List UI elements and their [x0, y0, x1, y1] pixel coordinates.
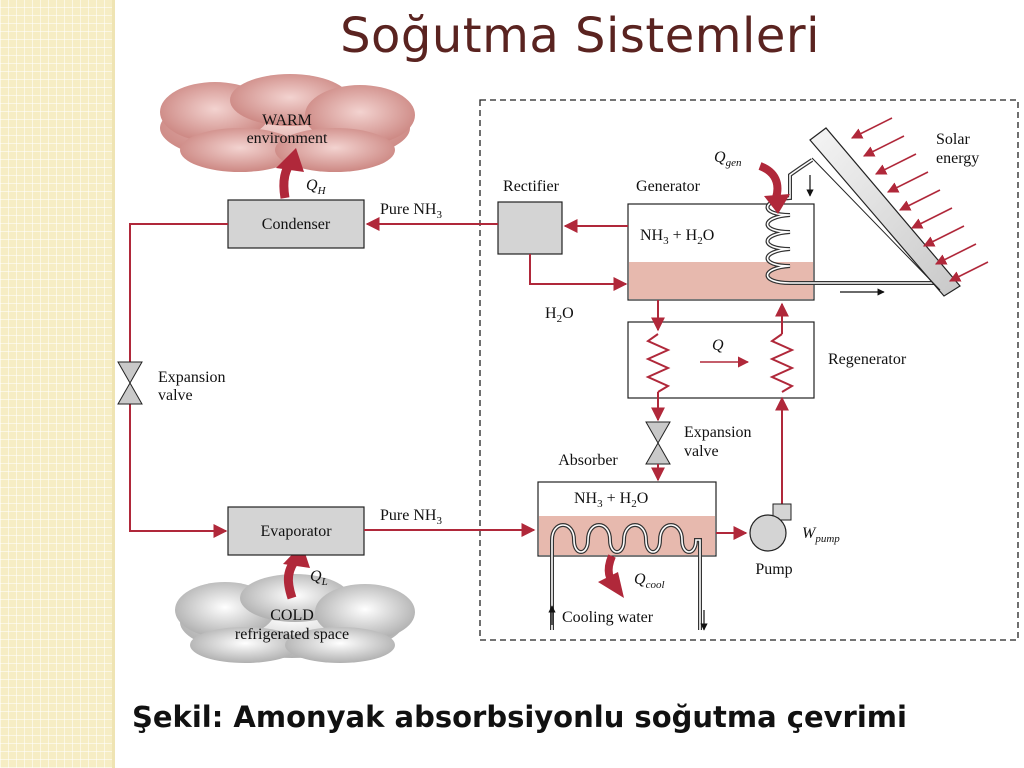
condenser-box [227, 199, 365, 249]
qcool-arrowhead [598, 572, 624, 598]
solar-collector [809, 127, 961, 297]
condenser-label: Condenser [262, 216, 331, 233]
regenerator-coil-left [645, 333, 671, 393]
rectifier-label: Rectifier [503, 178, 560, 195]
qgen-label: Qgen [714, 149, 742, 169]
generator-mix-label: NH3 + H2O [640, 227, 714, 247]
qh-label: QH [306, 177, 327, 197]
generator-label: Generator [636, 178, 701, 195]
solar-energy-line2: energy [936, 150, 979, 167]
pure-nh3-top-label: Pure NH3 [380, 201, 442, 221]
regenerator-coil-right [769, 333, 795, 393]
pump [749, 503, 792, 552]
qcool-label: Qcool [634, 571, 665, 591]
cold-label-line1: COLD [270, 607, 314, 624]
absorber-label: Absorber [558, 452, 618, 469]
rectifier-h2o-return-line [529, 254, 628, 291]
h2o-label: H2O [545, 305, 574, 325]
expansion-valve-left-line1: Expansion [158, 369, 226, 386]
condenser-to-valve-line [129, 223, 228, 362]
pump-label: Pump [755, 561, 792, 578]
warm-label-line2: environment [247, 130, 328, 147]
figure-caption: Şekil: Amonyak absorbsiyonlu soğutma çev… [132, 700, 907, 734]
slide-title: Soğutma Sistemleri [340, 8, 820, 64]
absorption-refrigeration-diagram: WARM environment COLD refrigerated space… [117, 74, 1019, 663]
solar-energy-line1: Solar [936, 131, 970, 148]
expansion-valve-right-line2: valve [684, 443, 719, 460]
absorber-liquid [539, 516, 715, 555]
warm-label-line1: WARM [262, 112, 312, 129]
expansion-valve-left-line2: valve [158, 387, 193, 404]
system-boundary [479, 99, 1019, 641]
cold-label-line2: refrigerated space [235, 626, 349, 643]
absorber-mix-label: NH3 + H2O [574, 490, 648, 510]
expansion-valve-right-line1: Expansion [684, 424, 752, 441]
expansion-valve-left [117, 361, 143, 405]
qh-arrowhead [276, 148, 304, 172]
valve-to-evaporator-line [129, 404, 228, 538]
rectifier-box [497, 201, 563, 255]
qgen-heat-arrow [758, 162, 782, 200]
warm-environment-cloud [160, 74, 415, 172]
evaporator-box [227, 506, 365, 556]
solar-rays [850, 117, 989, 282]
expansion-valve-right [645, 421, 671, 465]
w-pump-label: Wpump [802, 525, 840, 545]
cold-space-cloud [175, 574, 415, 663]
decorative-sidebar [0, 0, 112, 768]
regenerator-box [627, 321, 815, 399]
qgen-arrowhead [764, 194, 790, 214]
sidebar-edge [112, 0, 115, 768]
solar-frame-line [811, 157, 941, 291]
pure-nh3-bottom-label: Pure NH3 [380, 507, 442, 527]
regen-q-label: Q [712, 337, 724, 354]
regenerator-label: Regenerator [828, 351, 907, 368]
cooling-water-label: Cooling water [562, 609, 654, 626]
evaporator-label: Evaporator [260, 523, 332, 540]
